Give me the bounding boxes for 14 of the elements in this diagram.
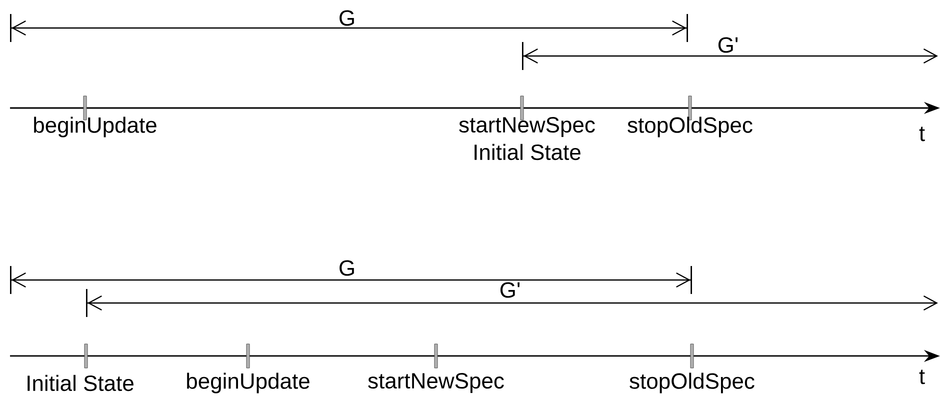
event-label: stopOldSpec — [630, 372, 754, 394]
axis-label: t — [919, 370, 925, 384]
axis-label: t — [919, 126, 925, 142]
dimension-label: G — [340, 10, 354, 26]
event-label: startNewSpec — [368, 373, 504, 393]
state-label: Initial State — [28, 374, 134, 392]
state-label: Initial State — [474, 144, 580, 160]
event-label: beginUpdate — [34, 116, 156, 138]
event-label: beginUpdate — [187, 372, 310, 394]
dimension-label: G' — [718, 37, 738, 53]
dimension-label: G' — [500, 282, 520, 298]
event-label: startNewSpec — [459, 117, 595, 137]
dimension-label: G — [340, 260, 354, 276]
event-label: stopOldSpec — [628, 116, 752, 138]
